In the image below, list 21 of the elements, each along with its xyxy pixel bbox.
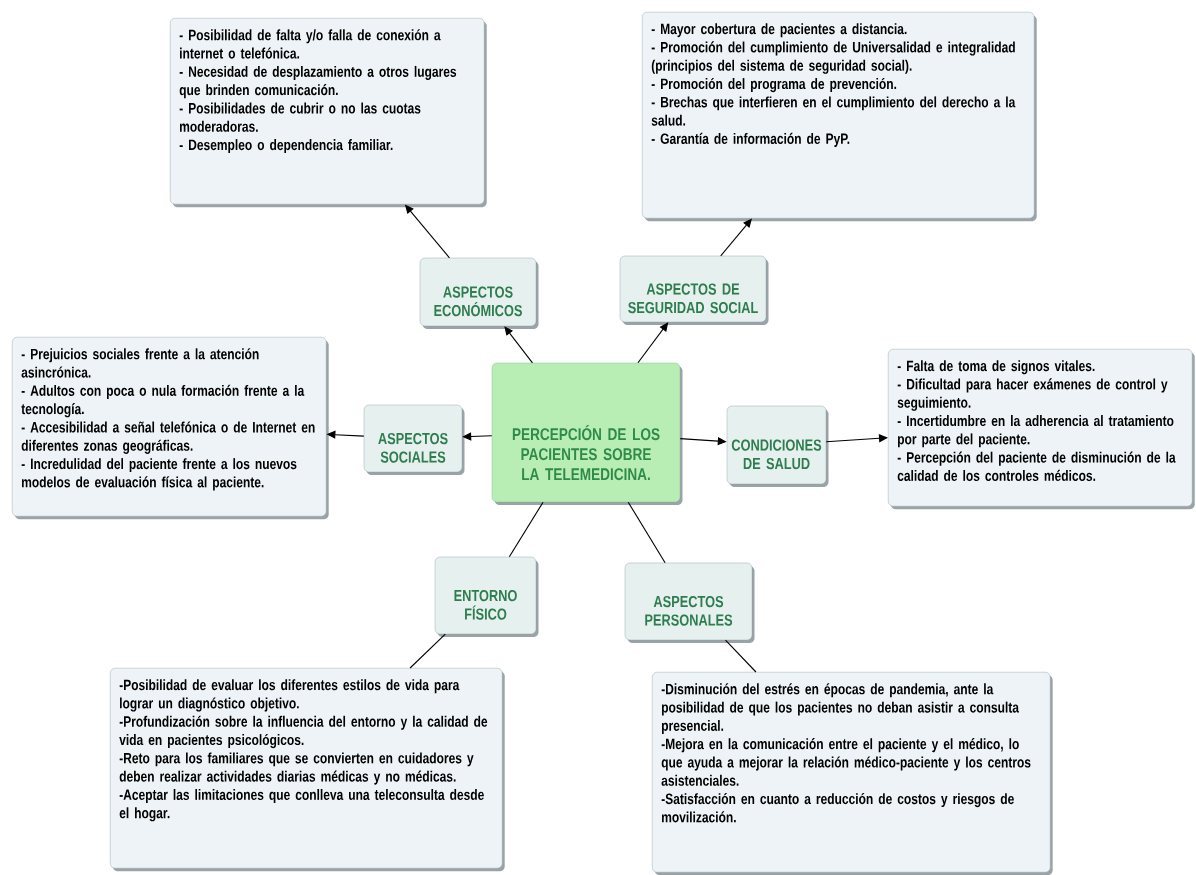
topic-box: ENTORNO FÍSICO [434, 556, 539, 637]
connector-line [627, 501, 666, 564]
text-box: - Prejuicios sociales frente a la atención asincrónica. - Adultos con poca o nula formación frente a la tecnología. - Accesibilidad a señal telefónica o de Internet en diferentes zonas geográficas. - Incredulidad del paciente frente a los nuevos modelos de evaluación física al paciente. [12, 337, 329, 520]
text-box: - Mayor cobertura de pacientes a distancia. - Promoción del cumplimiento de Universalidad e integralidad (principios del sistema de seguridad social). - Promoción del programa de prevención. - Brechas que interfieren en el cumplimiento del derecho a la salud. - Garantía de información de PyP. [642, 12, 1037, 222]
text-box: - Falta de toma de signos vitales. - Dificultad para hacer exámenes de control y seguimiento. - Incertidumbre en la adherencia al tratamiento por parte del paciente. - Percepción del paciente de disminución de la calidad de los controles médicos. [888, 349, 1195, 510]
connector-line [409, 633, 446, 669]
center-box: PERCEPCIÓN DE LOS PACIENTES SOBRE LA TELEMEDICINA. [491, 362, 683, 505]
topic-box: ASPECTOS PERSONALES [624, 562, 755, 643]
text-box: -Disminución del estrés en épocas de pandemia, ante la posibilidad de que los pacientes no deban asistir a consulta presencial. -Mejora en la comunicación entre el paciente y el médico, lo que ayuda a mejorar la relación médico-paciente y los centros asistenciales. -Satisfacción en cuanto a reducción de costos y riesgos de movilización. [652, 672, 1053, 875]
topic-box: ASPECTOS DE SEGURIDAD SOCIAL [619, 255, 769, 325]
connector-line [724, 639, 757, 673]
arrow [637, 322, 669, 364]
text-box: - Posibilidad de falta y/o falla de conexión a internet o telefónica. - Necesidad de desplazamiento a otros lugares que brinden comunicación. - Posibilidades de cubrir o no las cuotas moderadoras. - Desempleo o dependencia familiar. [170, 18, 487, 208]
topic-box: ASPECTOS ECONÓMICOS [419, 257, 539, 329]
arrow [825, 434, 888, 443]
arrow [504, 326, 533, 364]
connector-line [508, 501, 544, 558]
topic-box: ASPECTOS SOCIALES [363, 404, 465, 475]
arrow [720, 218, 752, 257]
text-box: -Posibilidad de evaluar los diferentes estilos de vida para lograr un diagnóstico objetivo. -Profundización sobre la influencia del entorno y la calidad de vida en pacientes psicológicos. -Reto para los familiares que se convierten en cuidadores y deben realizar actividades diarias médicas y no médicas. -Aceptar las limitaciones que conlleva una teleconsulta desde el hogar. [110, 668, 505, 872]
topic-box: CONDICIONES DE SALUD [726, 405, 829, 487]
